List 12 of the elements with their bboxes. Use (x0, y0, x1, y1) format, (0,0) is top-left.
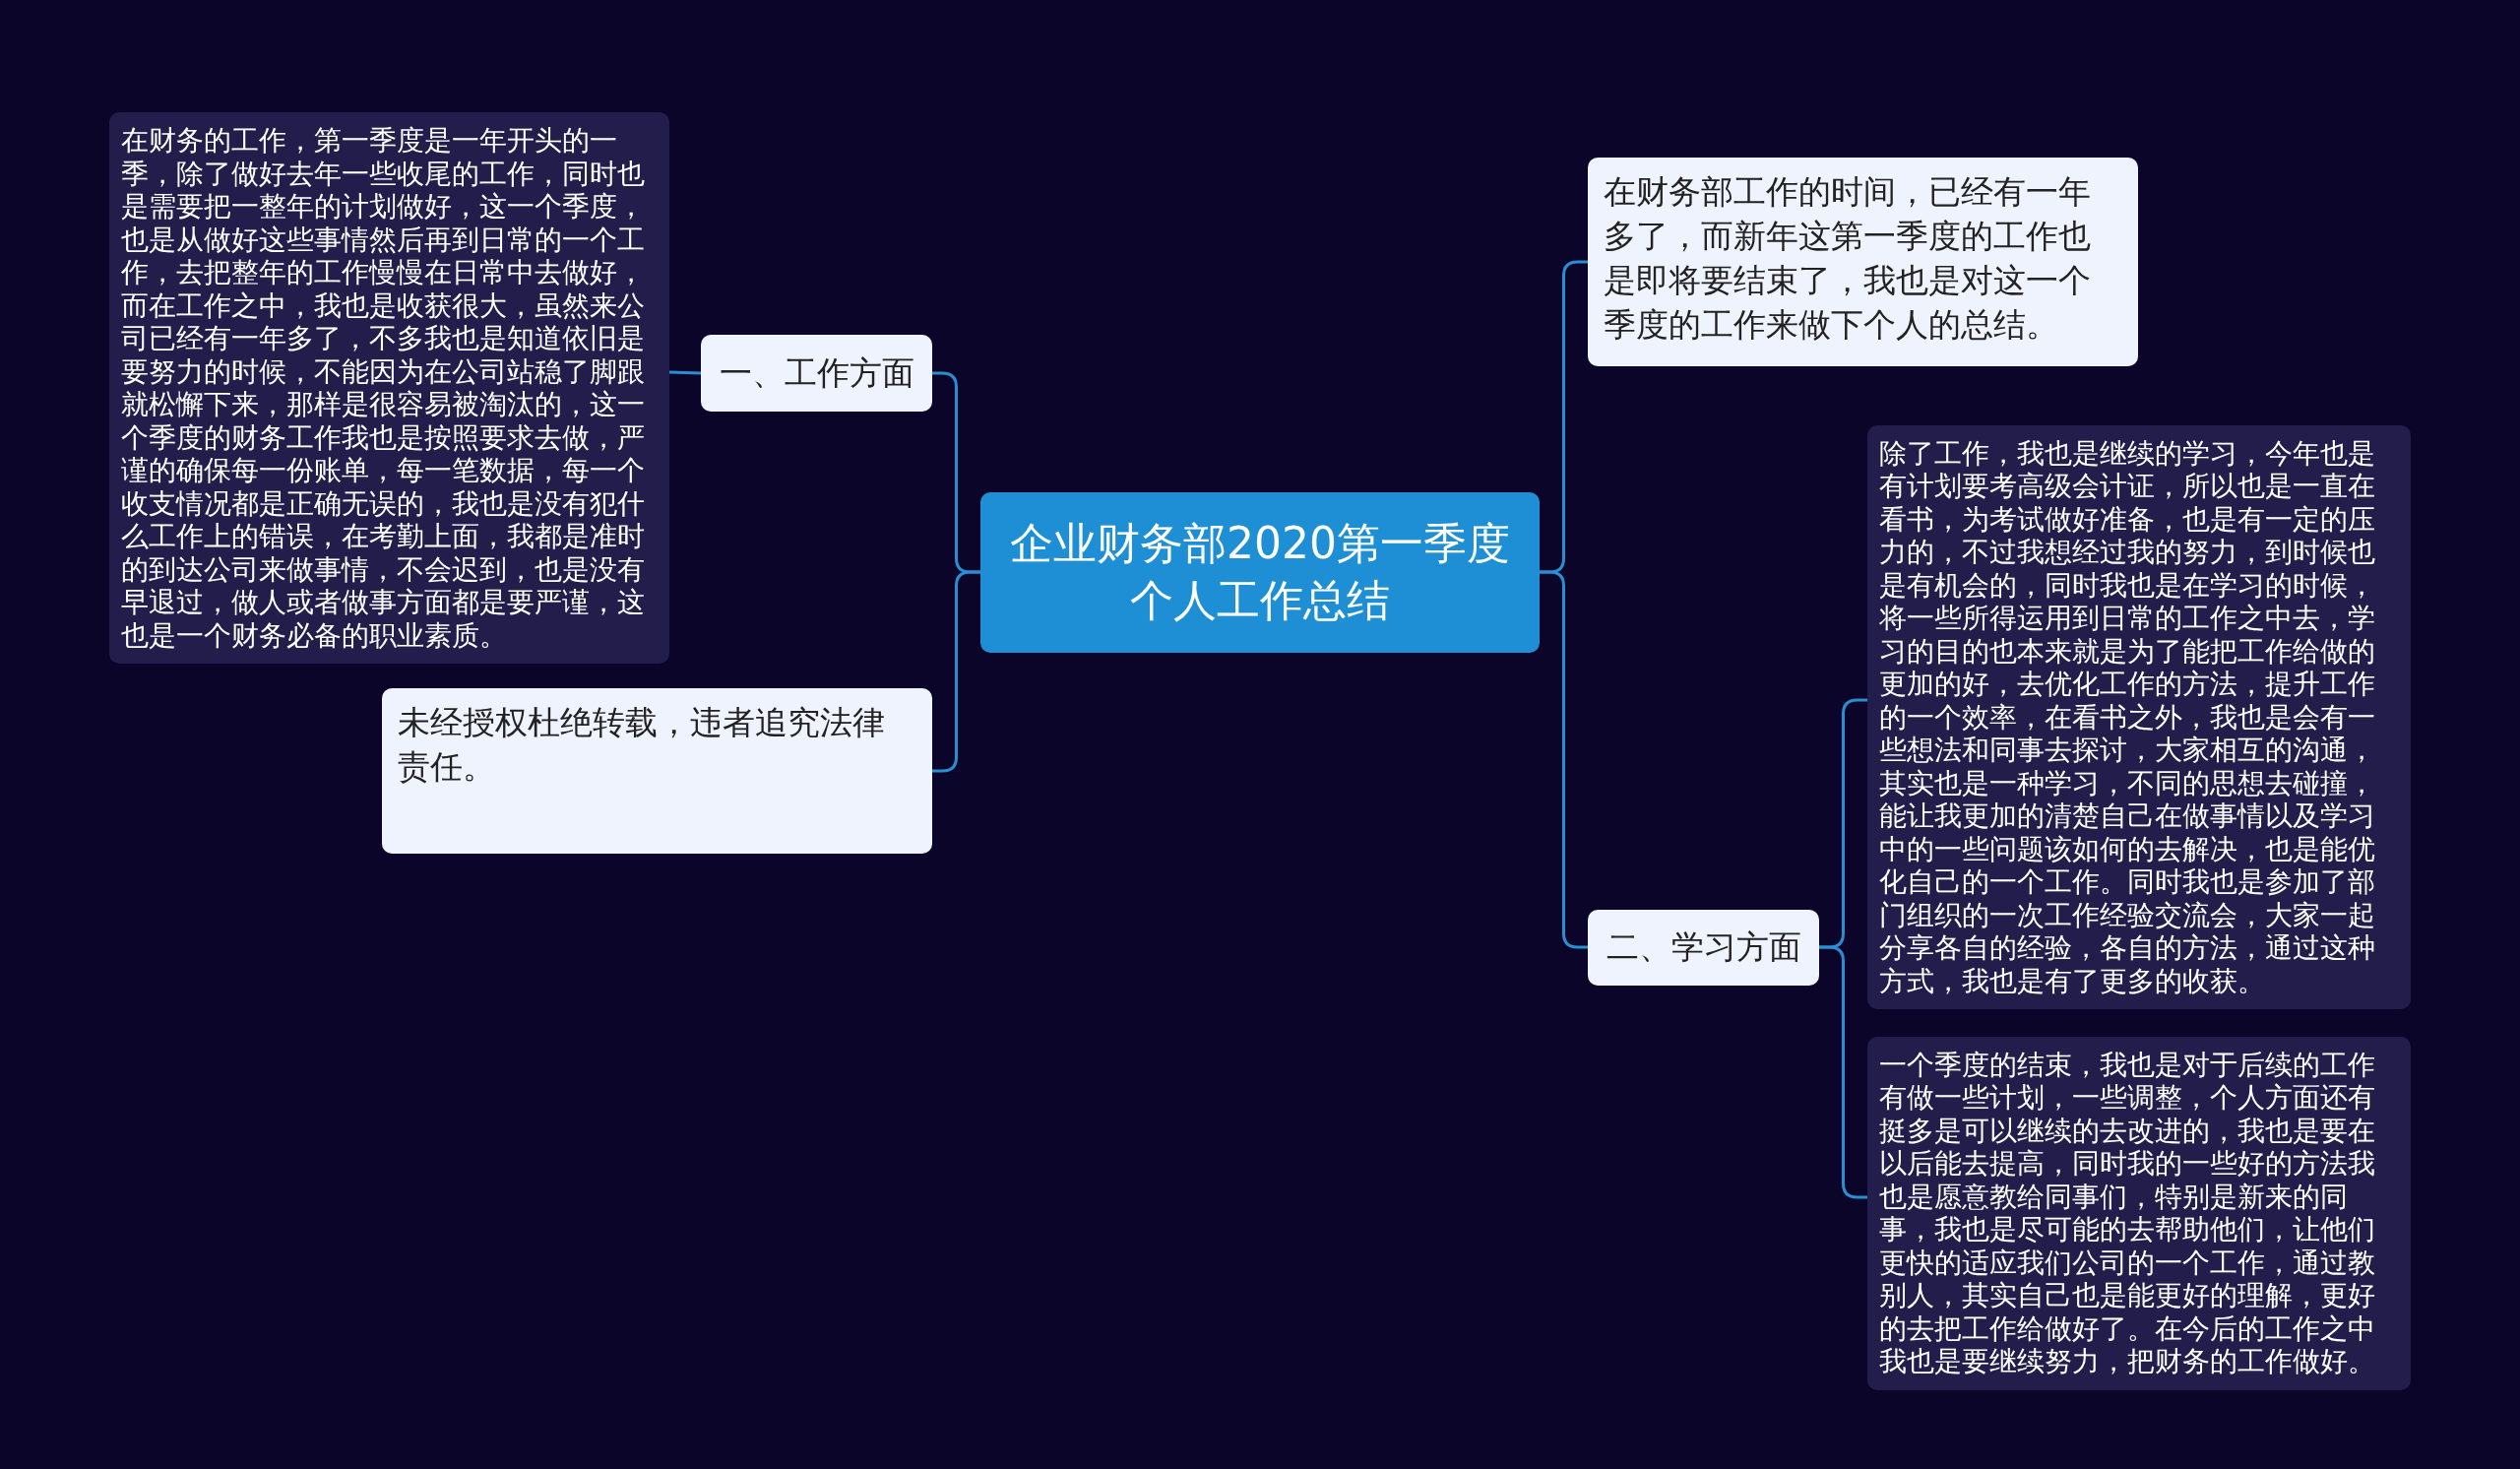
note-box: 在财务部工作的时间，已经有一年多了，而新年这第一季度的工作也是即将要结束了，我也是对这一个季度的工作来做下个人的总结。 (1588, 158, 2138, 366)
connector-line (668, 370, 702, 375)
connector-line (1819, 945, 1867, 1199)
text-box: 一个季度的结束，我也是对于后续的工作有做一些计划，一些调整，个人方面还有挺多是可以继续的去改进的，我也是要在以后能去提高，同时我的一些好的方法我也是愿意教给同事们，特别是新来的同事，我也是尽可能的去帮助他们，让他们更快的适应我们公司的一个工作，通过教别人，其实自己也是能更好的理解，更好的去把工作给做好了。在今后的工作之中我也是要继续努力，把财务的工作做好。 (1867, 1036, 2411, 1390)
text-box: 除了工作，我也是继续的学习，今年也是有计划要考高级会计证，所以也是一直在看书，为考试做好准备，也是有一定的压力的，不过我想经过我的努力，到时候也是有机会的，同时我也是在学习的时候，将一些所得运用到日常的工作之中去，学习的目的也本来就是为了能把工作给做的更加的好，去优化工作的方法，提升工作的一个效率，在看书之外，我也是会有一些想法和同事去探讨，大家相互的沟通，其实也是一种学习，不同的思想去碰撞，能让我更加的清楚自己在做事情以及学习中的一些问题该如何的去解决，也是能优化自己的一个工作。同时我也是参加了部门组织的一次工作经验交流会，大家一起分享各自的经验，各自的方法，通过这种方式，我也是有了更多的收获。 (1867, 424, 2411, 1009)
note-box: 未经授权杜绝转载，违者追究法律责任。 (382, 688, 932, 854)
topic-box: 一、工作方面 (701, 335, 932, 412)
root-topic-box: 企业财务部2020第一季度个人工作总结 (980, 491, 1540, 653)
connector-line (1540, 570, 1588, 949)
connector-line (932, 570, 980, 773)
topic-box: 二、学习方面 (1588, 909, 1819, 986)
text-box: 在财务的工作，第一季度是一年开头的一季，除了做好去年一些收尾的工作，同时也是需要把一整年的计划做好，这一个季度，也是从做好这些事情然后再到日常的一个工作，去把整年的工作慢慢在日常中去做好，而在工作之中，我也是收获很大，虽然来公司已经有一年多了，不多我也是知道依旧是要努力的时候，不能因为在公司站稳了脚跟就松懈下来，那样是很容易被淘汰的，这一个季度的财务工作我也是按照要求去做，严谨的确保每一份账单，每一笔数据，每一个收支情况都是正确无误的，我也是没有犯什么工作上的错误，在考勤上面，我都是准时的到达公司来做事情，不会迟到，也是没有早退过，做人或者做事方面都是要严谨，这也是一个财务必备的职业素质。 (109, 112, 669, 664)
